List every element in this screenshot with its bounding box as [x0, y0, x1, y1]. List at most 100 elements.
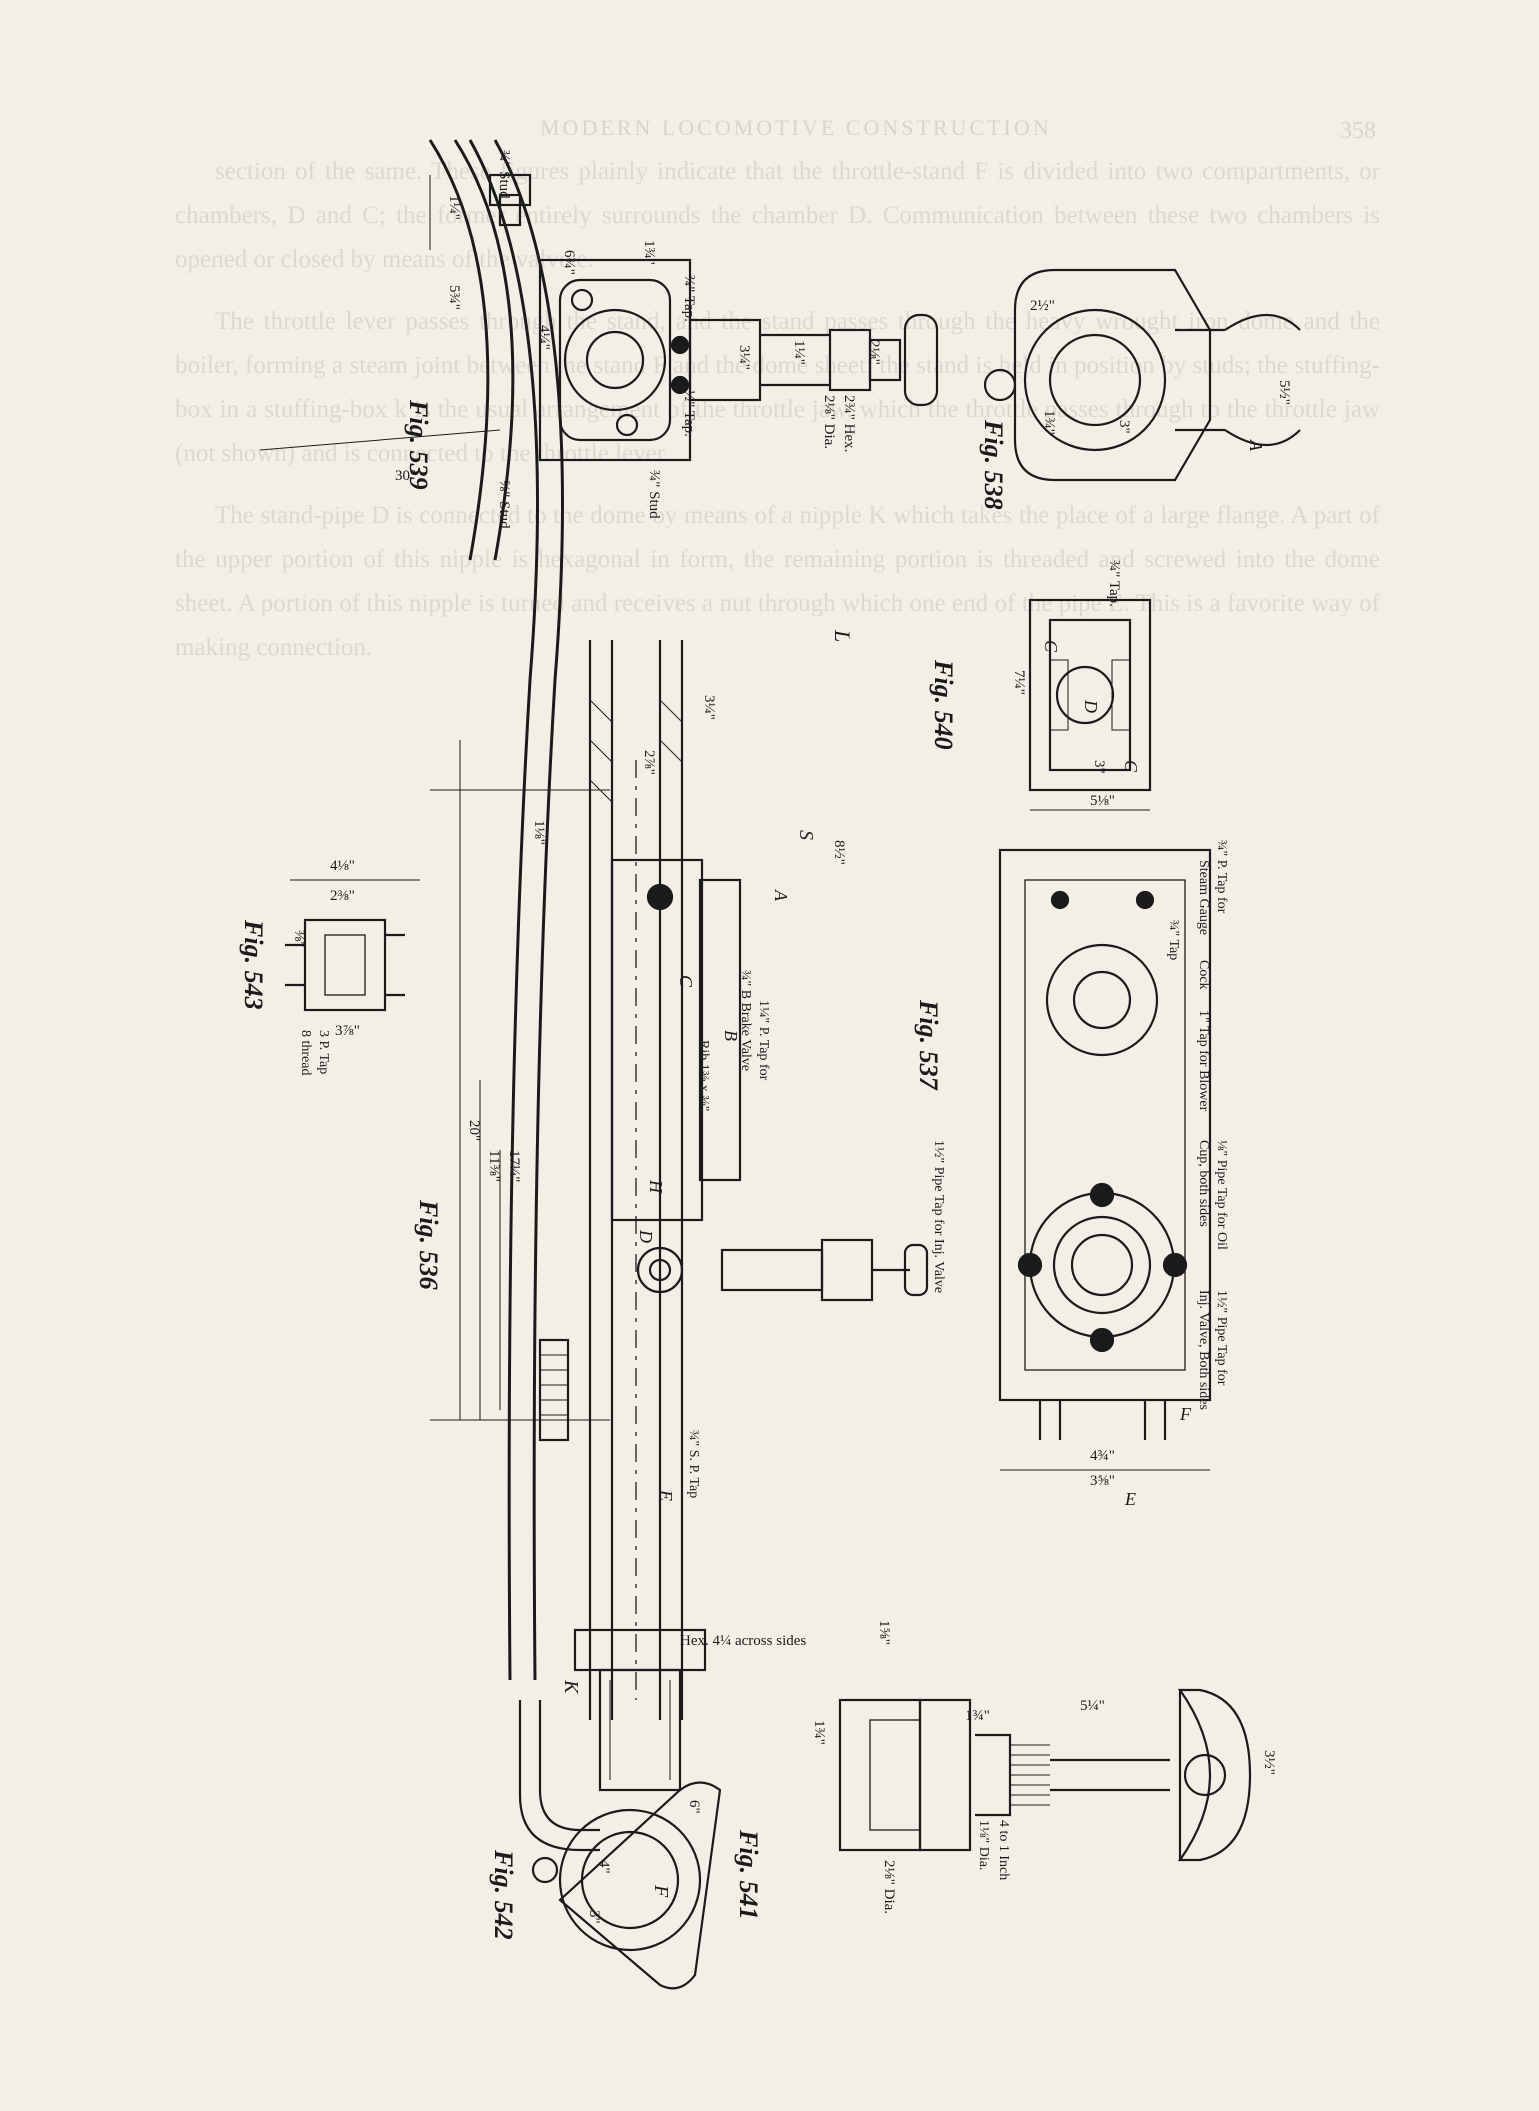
part-letter: B	[721, 1030, 741, 1041]
dim-label: ½" Tap.	[681, 390, 697, 437]
dim-label: 3⅞"	[335, 1023, 360, 1039]
ghost-text: section of the same. These figures plain…	[175, 150, 1380, 688]
part-letter: S	[795, 830, 817, 840]
dim-label: 4¼"	[536, 325, 552, 350]
callout-label: 4 to 1 Inch	[996, 1820, 1011, 1880]
fig-537-caption: Fig. 537	[914, 999, 943, 1091]
dim-label: 1⅛"	[531, 820, 547, 845]
fig-540-caption: Fig. 540	[929, 659, 958, 750]
fig-537-drawing	[998, 848, 1212, 1471]
dim-label: 3½"	[1261, 1750, 1277, 1775]
dim-label: 5¾"	[446, 285, 462, 310]
fig-541-drawing	[838, 1688, 1252, 1862]
part-letter: D	[636, 1229, 656, 1243]
callout-label: Inj. Valve, Both sides	[1196, 1290, 1211, 1410]
callout-label: Steam Gauge	[1196, 860, 1211, 935]
part-letter: A	[771, 889, 791, 902]
fig-542-drawing	[531, 1781, 722, 1990]
dim-label: 17¼"	[506, 1150, 522, 1182]
part-letter: F	[1179, 1404, 1192, 1424]
ghost-paragraph: The stand-pipe D is connected to the dom…	[175, 502, 1380, 661]
dim-label: 3"	[1091, 760, 1107, 774]
callout-label: 1½" Pipe Tap for Inj. Valve	[931, 1140, 946, 1293]
callout-label: Hex. 4¼ across sides	[680, 1633, 806, 1649]
fig-541-caption: Fig. 541	[734, 1829, 763, 1920]
part-letter: E	[1124, 1489, 1136, 1509]
dim-label: ¾" Stud	[646, 470, 662, 519]
ghost-paragraph: section of the same. These figures plain…	[175, 158, 1380, 273]
callout-label: 1" Tap for Blower	[1196, 1010, 1211, 1112]
part-letter: H	[646, 1179, 666, 1194]
callout-label: 8 thread	[298, 1030, 313, 1075]
dim-label: 11⅜"	[486, 1150, 502, 1182]
dim-label: 2⅛"	[866, 340, 882, 365]
dim-label: 2⅜"	[330, 888, 355, 904]
fig-538-caption: Fig. 538	[979, 419, 1008, 510]
dim-label: 1¾"	[641, 240, 657, 265]
dim-label: 2¾" Hex.	[841, 395, 857, 452]
dim-label: 2⅞"	[641, 750, 657, 775]
dim-label: 3"	[586, 1910, 602, 1924]
callout-label: ¾" P. Tap for	[1214, 840, 1229, 914]
dim-label: 4¾"	[1090, 1448, 1115, 1464]
part-letter: L	[830, 629, 855, 642]
fig-536-drawing	[430, 139, 929, 1852]
callout-label: ¾" S. P. Tap	[686, 1430, 701, 1498]
fig-539-drawing	[259, 139, 939, 561]
callout-label: Cup, both sides	[1196, 1140, 1211, 1227]
dim-label: ⅜"	[291, 930, 307, 947]
part-letter: C	[1041, 640, 1061, 653]
dim-label: 3¼"	[701, 695, 717, 720]
dim-label: 1¼"	[791, 340, 807, 365]
dim-label: 7¼"	[1011, 670, 1027, 695]
dim-label: ¾" Stud	[496, 150, 512, 199]
ghost-page-number: 358	[1340, 118, 1376, 144]
callout-label: ¾" B Brake Valve	[738, 970, 753, 1071]
dim-label: 4"	[596, 1860, 612, 1874]
dim-label: 1¼"	[446, 195, 462, 220]
fig-540-drawing	[1028, 598, 1152, 811]
callout-label: 1½" Pipe Tap for	[1214, 1290, 1229, 1386]
dim-label: 6¾"	[561, 250, 577, 275]
callout-label: 1¼" P. Tap for	[756, 1000, 771, 1081]
dim-label: 5¼"	[1080, 1698, 1105, 1714]
part-letter: K	[560, 1679, 582, 1695]
callout-label: 1⅛" Dia.	[976, 1820, 991, 1870]
dim-label: 8½"	[831, 840, 847, 865]
dim-label: 1¾"	[811, 1720, 827, 1745]
fig-536-caption: Fig. 536	[414, 1199, 443, 1290]
fig-542-caption: Fig. 542	[489, 1849, 518, 1940]
part-letter: C	[1121, 760, 1141, 773]
dim-label: 2⅛" Dia.	[881, 1860, 897, 1914]
callout-label: Rib 1⅜ x ⅜"	[696, 1040, 711, 1111]
dim-label: 2⅛" Dia.	[821, 395, 837, 449]
dim-label: ⅝" Stud	[496, 480, 512, 529]
part-letter: D	[1081, 699, 1101, 713]
callout-label: ⅛" Pipe Tap for Oil	[1214, 1140, 1229, 1250]
dim-label: 5½"	[1276, 380, 1292, 405]
dim-label: 30°	[395, 468, 416, 484]
callout-label: 3 P. Tap	[316, 1030, 331, 1074]
fig-543-caption: Fig. 543	[239, 919, 268, 1010]
part-letter: E	[656, 1489, 676, 1501]
part-letter: A	[1246, 439, 1266, 452]
callout-label: Cock	[1196, 960, 1211, 990]
fig-539-caption: Fig. 539	[404, 399, 433, 490]
part-letter: F	[650, 1884, 672, 1898]
callout-label: ¾" Tap	[1166, 920, 1181, 960]
fig-538-drawing	[983, 268, 1301, 482]
dim-label: 3"	[1116, 420, 1132, 434]
ghost-running-header: MODERN LOCOMOTIVE CONSTRUCTION	[540, 115, 1052, 140]
dim-label: 20"	[466, 1120, 482, 1141]
ghost-paragraph: The throttle lever passes through the st…	[175, 308, 1380, 467]
dim-label: 4⅛"	[330, 858, 355, 874]
part-letter: C	[676, 975, 696, 988]
dim-label: 5⅛"	[1090, 793, 1115, 809]
dim-label: 6"	[686, 1800, 702, 1814]
dim-label: ¾" Tap.	[1106, 560, 1122, 607]
dim-label: ¾" Tap.	[681, 275, 697, 322]
dim-label: 3¼"	[736, 345, 752, 370]
dim-label: 2½"	[1030, 298, 1055, 314]
